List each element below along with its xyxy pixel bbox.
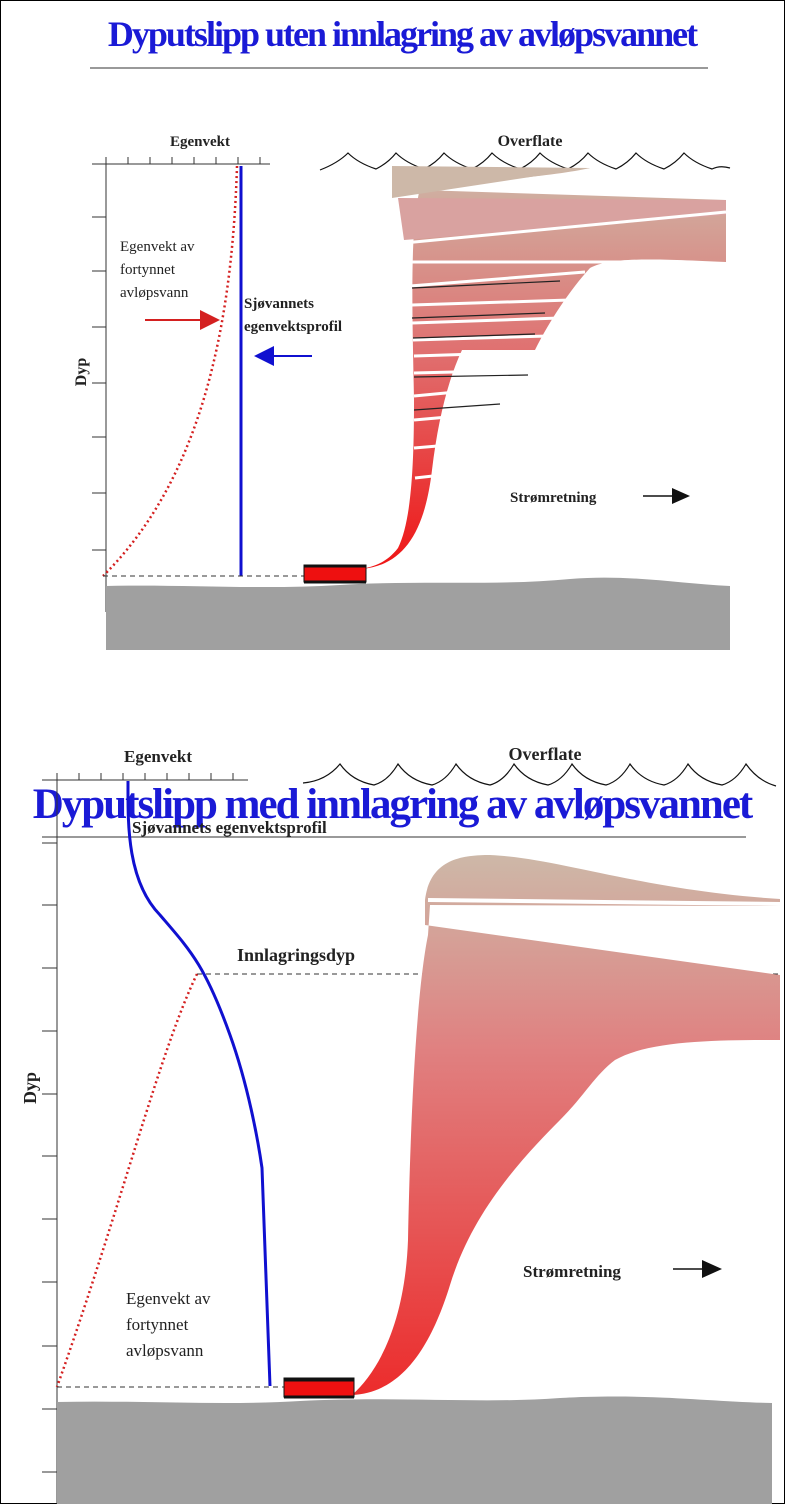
seawater-density-profile xyxy=(126,780,272,1387)
sea-surface-waves xyxy=(302,762,777,787)
panel-1-title: Dyputslipp uten innlagring av avløpsvann… xyxy=(108,14,698,54)
surface-label: Overflate xyxy=(498,133,563,150)
density-label: Egenvekt xyxy=(170,134,230,150)
wastewater-plume xyxy=(283,855,781,1399)
sea-surface-waves xyxy=(319,152,731,171)
effluent-density-profile xyxy=(55,973,199,1388)
effluent-density-profile xyxy=(102,165,239,577)
density-label: Egenvekt xyxy=(124,747,192,766)
depth-label: Dyp xyxy=(73,358,90,387)
seabed xyxy=(57,1396,772,1504)
panel-1: Dyputslipp uten innlagring av avløpsvann… xyxy=(73,14,731,650)
seawater-label: Sjøvannets egenvektsprofil xyxy=(244,296,342,335)
surface-label: Overflate xyxy=(509,744,582,764)
depth-axis xyxy=(92,163,107,612)
depth-axis xyxy=(42,779,58,1504)
wastewater-plume xyxy=(303,166,727,584)
depth-label: Dyp xyxy=(20,1072,40,1104)
outfall-pipe xyxy=(303,564,367,583)
current-label: Strømretning xyxy=(510,490,597,506)
plume-layer-gaps xyxy=(403,210,727,480)
density-axis xyxy=(98,157,270,165)
effluent-label: Egenvekt av fortynnet avløpsvann xyxy=(126,1289,215,1360)
seawater-label: Sjøvannets egenvektsprofil xyxy=(132,818,327,837)
effluent-label: Egenvekt av fortynnet avløpsvann xyxy=(120,239,198,301)
current-arrowhead xyxy=(672,488,690,504)
density-axis xyxy=(46,773,248,781)
seabed xyxy=(106,577,730,650)
current-arrowhead xyxy=(702,1260,722,1278)
panel-2: Dyputslipp med innlagring av avløpsvanne… xyxy=(20,744,781,1504)
panel-2-title: Dyputslipp med innlagring av avløpsvanne… xyxy=(33,781,754,828)
trapping-depth-label: Innlagringsdyp xyxy=(237,945,355,965)
current-label: Strømretning xyxy=(523,1262,621,1281)
